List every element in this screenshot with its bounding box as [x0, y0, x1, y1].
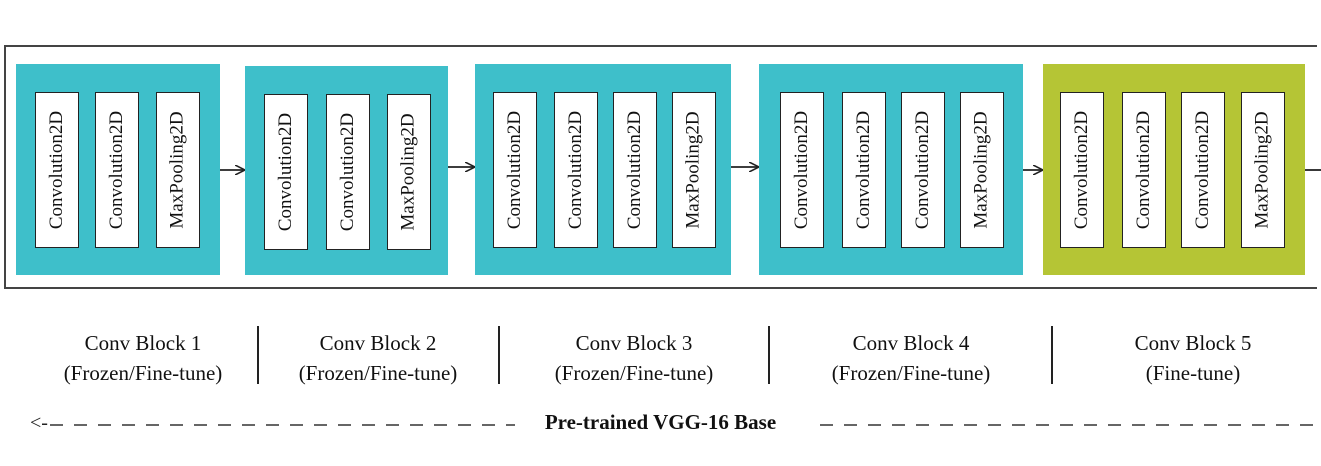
block-3-layer-2: Convolution2D [554, 92, 598, 248]
conv-block-2: Convolution2D Convolution2D MaxPooling2D [245, 66, 448, 275]
caption-block-3: Conv Block 3 (Frozen/Fine-tune) [519, 328, 749, 388]
block-4-layer-2: Convolution2D [842, 92, 886, 248]
block-1-layer-1: Convolution2D [35, 92, 79, 248]
caption-block-2-status: (Frozen/Fine-tune) [298, 361, 458, 385]
block-1-layer-2: Convolution2D [95, 92, 139, 248]
left-arrow-glyph: <- [30, 412, 48, 434]
block-4-layer-3: Convolution2D [901, 92, 945, 248]
conv-block-3: Convolution2D Convolution2D Convolution2… [475, 64, 731, 275]
caption-block-2-title: Conv Block 2 [319, 331, 437, 355]
caption-block-4: Conv Block 4 (Frozen/Fine-tune) [796, 328, 1026, 388]
block-1-layer-3: MaxPooling2D [156, 92, 200, 248]
block-3-layer-4: MaxPooling2D [672, 92, 716, 248]
caption-block-5-title: Conv Block 5 [1134, 331, 1252, 355]
caption-block-1: Conv Block 1 (Frozen/Fine-tune) [28, 328, 258, 388]
conv-block-1: Convolution2D Convolution2D MaxPooling2D [16, 64, 220, 275]
caption-block-2: Conv Block 2 (Frozen/Fine-tune) [263, 328, 493, 388]
block-5-layer-4: MaxPooling2D [1241, 92, 1285, 248]
conv-block-5: Convolution2D Convolution2D Convolution2… [1043, 64, 1305, 275]
block-4-layer-1: Convolution2D [780, 92, 824, 248]
base-label: Pre-trained VGG-16 Base [544, 410, 777, 434]
block-2-layer-2: Convolution2D [326, 94, 370, 250]
caption-block-3-status: (Frozen/Fine-tune) [554, 361, 714, 385]
block-3-layer-1: Convolution2D [493, 92, 537, 248]
caption-block-5-status: (Fine-tune) [1145, 361, 1241, 385]
caption-block-1-title: Conv Block 1 [84, 331, 202, 355]
caption-block-1-status: (Frozen/Fine-tune) [63, 361, 223, 385]
block-5-layer-3: Convolution2D [1181, 92, 1225, 248]
block-2-layer-3: MaxPooling2D [387, 94, 431, 250]
caption-separator-1 [257, 326, 259, 384]
block-3-layer-3: Convolution2D [613, 92, 657, 248]
caption-block-5: Conv Block 5 (Fine-tune) [1078, 328, 1308, 388]
caption-block-3-title: Conv Block 3 [575, 331, 693, 355]
caption-separator-3 [768, 326, 770, 384]
block-5-layer-2: Convolution2D [1122, 92, 1166, 248]
caption-block-4-title: Conv Block 4 [852, 331, 970, 355]
caption-separator-2 [498, 326, 500, 384]
caption-separator-4 [1051, 326, 1053, 384]
caption-block-4-status: (Frozen/Fine-tune) [831, 361, 991, 385]
block-4-layer-4: MaxPooling2D [960, 92, 1004, 248]
block-5-layer-1: Convolution2D [1060, 92, 1104, 248]
conv-block-4: Convolution2D Convolution2D Convolution2… [759, 64, 1023, 275]
block-2-layer-1: Convolution2D [264, 94, 308, 250]
model-frame [4, 45, 1317, 289]
